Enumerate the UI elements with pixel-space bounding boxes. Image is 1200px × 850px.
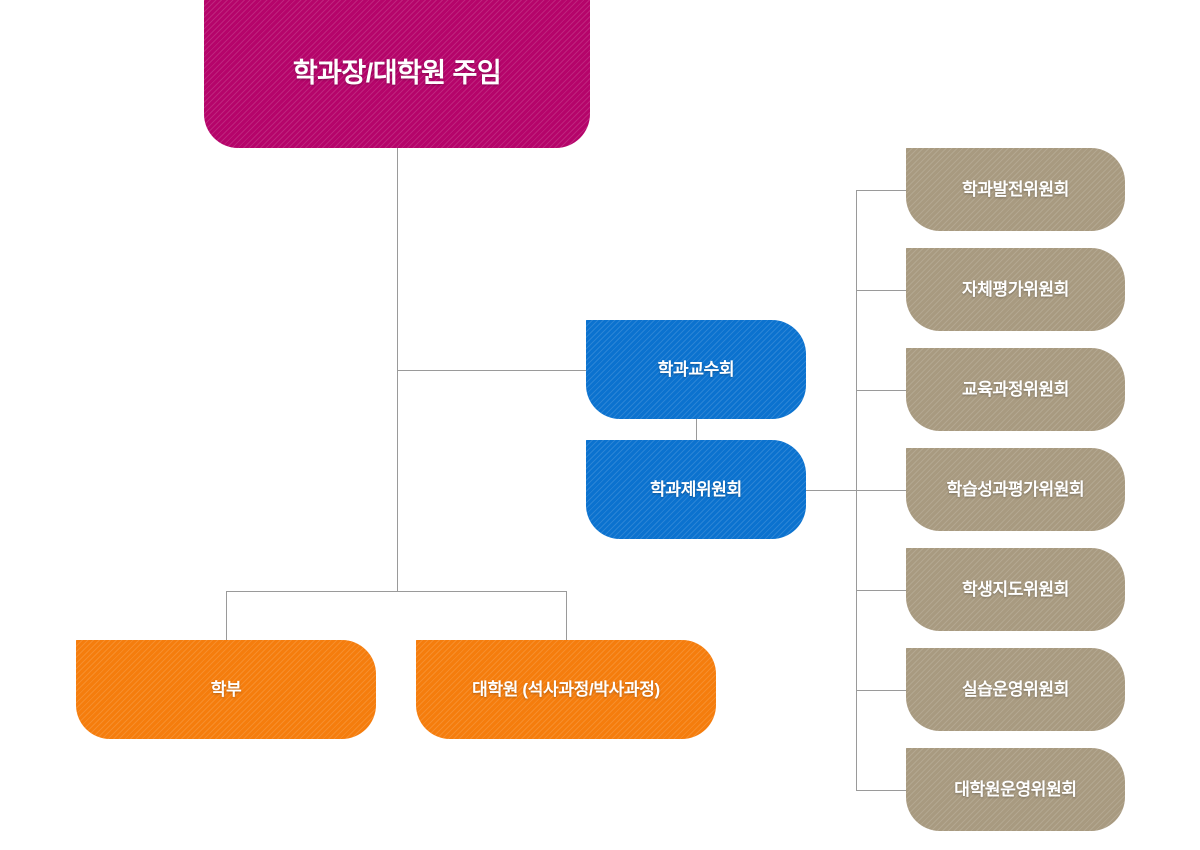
connector-stub-committee-1 <box>856 190 907 191</box>
node-label: 학생지도위원회 <box>961 579 1070 599</box>
node-label: 학과제위원회 <box>650 479 742 499</box>
node-department-committee-board[interactable]: 학과제위원회 <box>586 440 806 539</box>
node-committee-curriculum[interactable]: 교육과정위원회 <box>906 348 1125 431</box>
connector-drop-graduate <box>566 591 567 640</box>
node-committee-development[interactable]: 학과발전위원회 <box>906 148 1125 231</box>
connector-stub-committee-6 <box>856 690 907 691</box>
connector-stub-committee-2 <box>856 290 907 291</box>
connector-drop-undergrad <box>226 591 227 640</box>
node-label: 학과장/대학원 주임 <box>292 58 502 89</box>
connector-program-split-bar <box>226 591 567 592</box>
connector-stub-committee-3 <box>856 390 907 391</box>
node-label: 학과교수회 <box>657 359 735 379</box>
node-undergraduate-program[interactable]: 학부 <box>76 640 376 739</box>
node-label: 학과발전위원회 <box>961 179 1070 199</box>
node-committee-practicum[interactable]: 실습운영위원회 <box>906 648 1125 731</box>
node-label: 실습운영위원회 <box>961 679 1070 699</box>
connector-stub-committee-5 <box>856 590 907 591</box>
connector-stub-committee-4 <box>856 490 907 491</box>
node-label: 교육과정위원회 <box>961 379 1070 399</box>
node-committee-self-evaluation[interactable]: 자체평가위원회 <box>906 248 1125 331</box>
connector-stub-committee-7 <box>856 790 907 791</box>
node-faculty-council[interactable]: 학과교수회 <box>586 320 806 419</box>
connector-root-to-council <box>397 370 586 371</box>
node-committee-graduate-operations[interactable]: 대학원운영위원회 <box>906 748 1125 831</box>
node-label: 대학원 (석사과정/박사과정) <box>472 679 660 699</box>
node-department-head[interactable]: 학과장/대학원 주임 <box>204 0 590 148</box>
node-graduate-program[interactable]: 대학원 (석사과정/박사과정) <box>416 640 716 739</box>
node-label: 학부 <box>210 679 242 699</box>
node-label: 학습성과평가위원회 <box>946 479 1085 499</box>
connector-council-to-board <box>696 418 697 440</box>
node-label: 대학원운영위원회 <box>954 779 1077 799</box>
node-committee-learning-outcomes[interactable]: 학습성과평가위원회 <box>906 448 1125 531</box>
node-label: 자체평가위원회 <box>961 279 1070 299</box>
node-committee-student-guidance[interactable]: 학생지도위원회 <box>906 548 1125 631</box>
